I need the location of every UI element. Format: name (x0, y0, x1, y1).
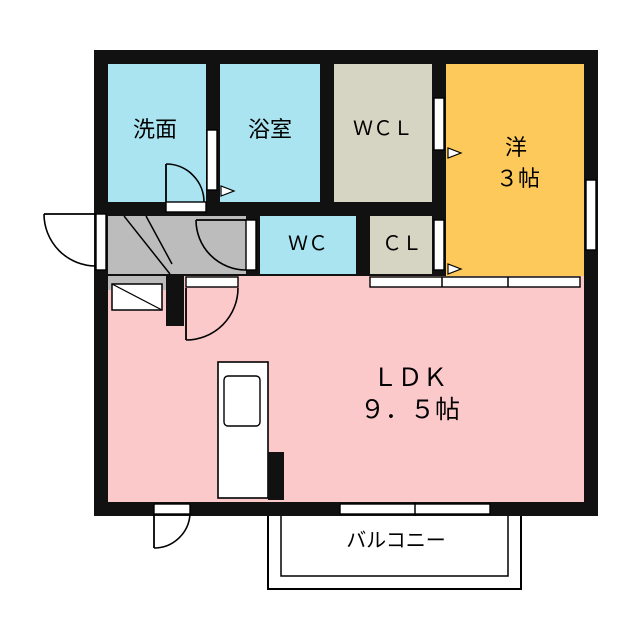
room-bathroom (220, 64, 320, 202)
ldk-label-1: ＬＤＫ (372, 363, 447, 392)
bathroom-label: 浴室 (248, 118, 292, 143)
western-room-label-1: 洋 (505, 136, 527, 161)
kitchen-counter (217, 361, 284, 500)
washroom-door (165, 163, 205, 203)
ldk-label-2: ９．５帖 (360, 395, 460, 424)
entrance-door (43, 213, 97, 267)
window-right (585, 179, 597, 251)
closet-label: ＣＬ (382, 231, 422, 255)
room-ldk (108, 290, 584, 502)
walk-in-closet-label: ＷＣＬ (353, 116, 413, 140)
marker-bath (220, 185, 236, 197)
room-toilet (260, 216, 356, 274)
entrance-door-frame (95, 213, 107, 271)
washroom-label: 洗面 (133, 118, 177, 143)
room-closet (370, 216, 432, 274)
toilet-label: ＷＣ (288, 231, 328, 255)
ldk-door (185, 287, 239, 341)
toilet-door (195, 219, 247, 271)
sliding-door-wcl (433, 97, 445, 151)
wash-door-frame (165, 201, 207, 213)
balcony: バルコニー (267, 512, 522, 590)
marker-cl (447, 263, 463, 275)
room-washroom (108, 64, 206, 202)
western-room-label-2: ３帖 (496, 167, 540, 192)
balcony-side-door-frame (153, 503, 191, 515)
room-western (446, 64, 584, 276)
sliding-door-cl (433, 219, 445, 271)
room-walk-in-closet (334, 64, 432, 202)
toilet-door-frame (245, 219, 257, 271)
inner-wall-block (166, 276, 184, 326)
opening-ldk-top (369, 276, 581, 288)
balcony-side-door (153, 513, 191, 549)
marker-wcl (447, 147, 463, 159)
balcony-label: バルコニー (346, 528, 446, 552)
sliding-door-bath (206, 129, 218, 191)
opening-ldk-door (185, 276, 239, 288)
